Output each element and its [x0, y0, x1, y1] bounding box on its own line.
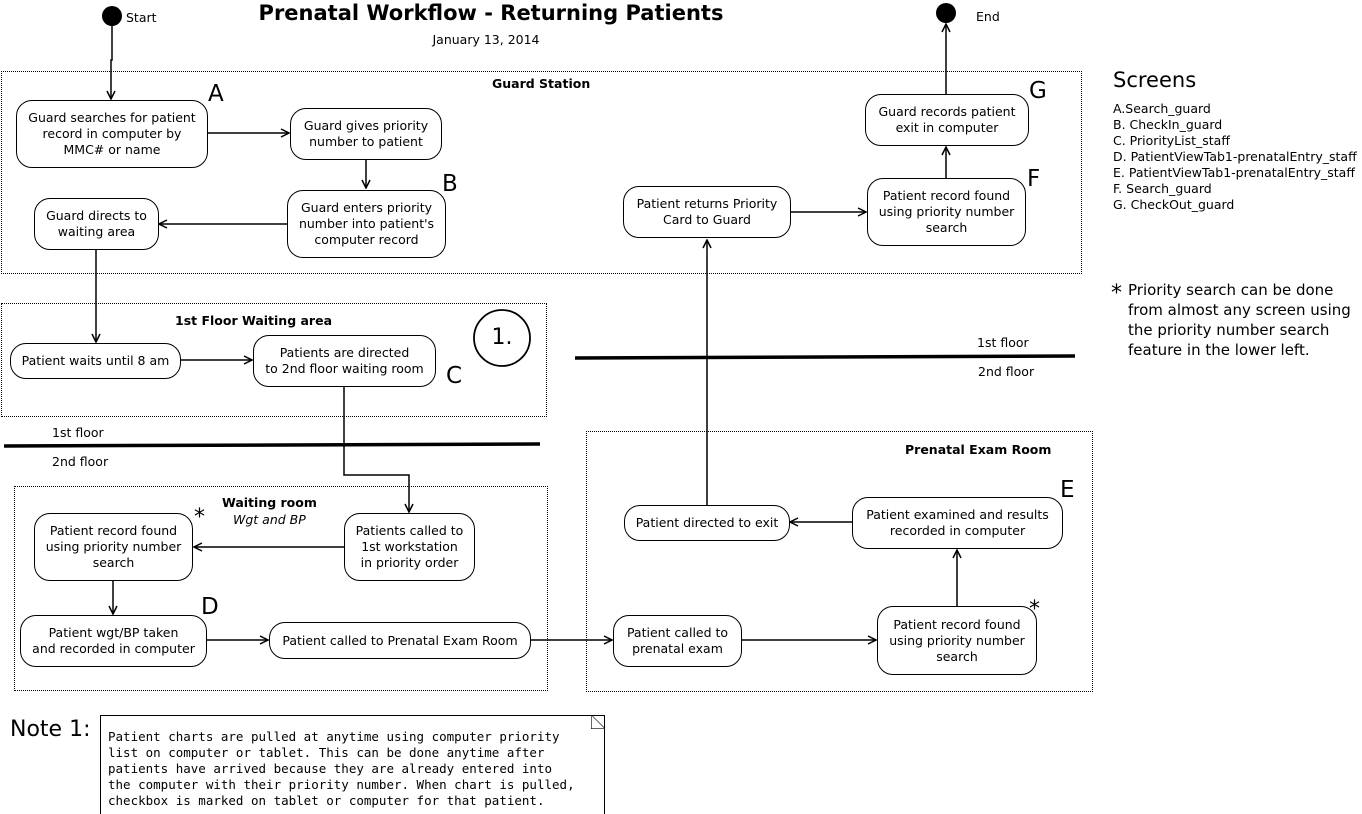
- marker-letter-g: G: [1029, 78, 1047, 104]
- node-guard-records-exit: Guard records patient exit in computer: [865, 94, 1029, 146]
- node-record-found-waiting-room: Patient record found using priority numb…: [34, 513, 193, 581]
- marker-letter-f: F: [1027, 166, 1041, 192]
- node-patient-waits: Patient waits until 8 am: [10, 343, 181, 379]
- screens-item-c: C. PriorityList_staff: [1113, 133, 1230, 148]
- screens-item-g: G. CheckOut_guard: [1113, 197, 1235, 212]
- node-guard-search: Guard searches for patient record in com…: [16, 100, 208, 168]
- marker-letter-b: B: [442, 171, 458, 197]
- end-node: [936, 3, 956, 23]
- floor-divider-right: [574, 354, 1076, 360]
- marker-letter-c: C: [446, 363, 463, 389]
- note-1-label: Note 1:: [10, 717, 91, 742]
- node-patient-examined: Patient examined and results recorded in…: [852, 497, 1063, 549]
- node-guard-gives-priority: Guard gives priority number to patient: [290, 108, 442, 160]
- floor-label-right-upper: 1st floor: [977, 335, 1029, 350]
- screens-item-a: A.Search_guard: [1113, 101, 1211, 116]
- end-label: End: [976, 9, 1000, 24]
- node-guard-enters-priority: Guard enters priority number into patien…: [287, 190, 446, 258]
- note-1-text: Patient charts are pulled at anytime usi…: [100, 715, 605, 814]
- note-1-marker-label: 1.: [491, 325, 513, 350]
- note-1-marker-circle: [473, 309, 531, 367]
- prenatal-exam-room-title: Prenatal Exam Room: [905, 442, 1052, 457]
- prenatal-exam-room-zone: [586, 431, 1093, 692]
- waiting-room-zone: [14, 486, 548, 691]
- node-called-to-exam-room: Patient called to Prenatal Exam Room: [269, 622, 531, 659]
- marker-letter-a: A: [208, 81, 224, 107]
- priority-search-star-waiting-room: *: [194, 505, 205, 530]
- note-1-folded-corner: [591, 715, 605, 729]
- start-label: Start: [126, 10, 157, 25]
- waiting-room-subtitle: Wgt and BP: [233, 512, 306, 527]
- page-date: January 13, 2014: [432, 32, 540, 47]
- guard-station-title: Guard Station: [492, 76, 591, 91]
- guard-station-zone: [1, 71, 1082, 274]
- first-floor-waiting-title: 1st Floor Waiting area: [175, 313, 333, 328]
- node-guard-directs: Guard directs to waiting area: [34, 198, 159, 250]
- priority-search-star-exam-room: *: [1029, 597, 1040, 622]
- screens-heading: Screens: [1113, 68, 1197, 92]
- node-called-to-prenatal-exam: Patient called to prenatal exam: [613, 615, 742, 667]
- node-wgt-bp-taken: Patient wgt/BP taken and recorded in com…: [20, 615, 207, 667]
- waiting-room-title: Waiting room: [222, 495, 317, 510]
- priority-note-text: Priority search can be done from almost …: [1128, 281, 1351, 359]
- screens-item-f: F. Search_guard: [1113, 181, 1212, 196]
- node-returns-priority-card: Patient returns Priority Card to Guard: [623, 186, 791, 238]
- first-floor-waiting-zone: [1, 303, 547, 417]
- screens-item-d: D. PatientViewTab1-prenatalEntry_staff: [1113, 149, 1357, 164]
- node-directed-to-exit: Patient directed to exit: [624, 505, 790, 541]
- node-directed-2nd-floor: Patients are directed to 2nd floor waiti…: [253, 335, 436, 387]
- floor-divider-left: [3, 442, 541, 448]
- node-called-to-workstation: Patients called to 1st workstation in pr…: [344, 513, 475, 581]
- floor-label-right-lower: 2nd floor: [978, 364, 1035, 379]
- marker-letter-d: D: [201, 594, 219, 620]
- edge-directed-to-called: [343, 387, 409, 512]
- marker-letter-e: E: [1060, 477, 1075, 503]
- start-node: [102, 6, 122, 26]
- floor-label-left-upper: 1st floor: [52, 425, 104, 440]
- node-record-found-guard: Patient record found using priority numb…: [867, 178, 1026, 246]
- floor-label-left-lower: 2nd floor: [52, 454, 109, 469]
- screens-item-e: E. PatientViewTab1-prenatalEntry_staff: [1113, 165, 1355, 180]
- priority-note-star: *: [1111, 281, 1122, 306]
- page-title: Prenatal Workflow - Returning Patients: [258, 1, 724, 25]
- edge-start-to-search: [111, 25, 112, 99]
- screens-item-b: B. CheckIn_guard: [1113, 117, 1223, 132]
- node-record-found-exam-room: Patient record found using priority numb…: [877, 606, 1037, 675]
